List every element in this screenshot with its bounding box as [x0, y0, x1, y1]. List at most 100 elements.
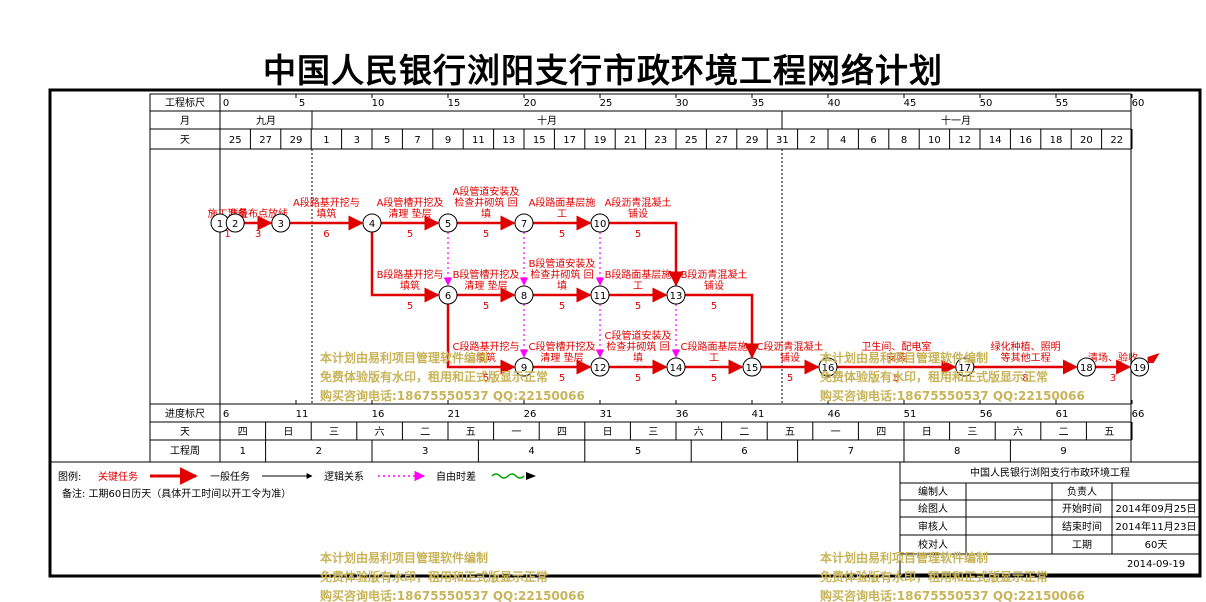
- progress-tick-label: 56: [980, 409, 993, 420]
- task-duration: 5: [635, 229, 641, 240]
- day-label: 2: [810, 135, 816, 146]
- info-checker-label: 校对人: [918, 538, 948, 551]
- node-label: 16: [822, 363, 835, 374]
- day-label: 13: [502, 135, 515, 146]
- progress-tick-label: 36: [676, 409, 689, 420]
- task-duration: 3: [1110, 373, 1116, 384]
- progress-tick-label: 21: [448, 409, 461, 420]
- scale-tick-label: 40: [828, 98, 841, 109]
- day-label: 25: [229, 135, 242, 146]
- legend-prefix: 图例:: [58, 470, 81, 483]
- progress-tick-label: 6: [223, 409, 229, 420]
- day-label: 27: [715, 135, 728, 146]
- task-name: A段管道安装及: [453, 185, 520, 198]
- node-label: 12: [594, 363, 607, 374]
- day-label: 1: [323, 135, 329, 146]
- scale-tick-label: 35: [752, 98, 765, 109]
- scale-tick-label: 30: [676, 98, 689, 109]
- scale-tick-label: 50: [980, 98, 993, 109]
- node-label: 19: [1133, 363, 1146, 374]
- month-row-label: 月: [180, 115, 190, 127]
- scale-tick-label: 55: [1056, 98, 1069, 109]
- weekday-label: 一: [511, 427, 521, 438]
- weekday-label: 日: [283, 427, 293, 438]
- watermark-3: 本计划由易利项目管理软件编制 免费体验版有水印，租用和正式版显示正常 购买咨询电…: [320, 550, 585, 602]
- task-name: 填筑: [316, 207, 336, 220]
- week-label: 4: [528, 446, 534, 457]
- task-duration: 5: [483, 301, 489, 312]
- week-label: 2: [316, 446, 322, 457]
- node-label: 10: [594, 219, 607, 230]
- watermark-2: 本计划由易利项目管理软件编制 免费体验版有水印，租用和正式版显示正常 购买咨询电…: [820, 350, 1085, 403]
- day-label: 5: [384, 135, 390, 146]
- scale-tick-label: 10: [372, 98, 385, 109]
- day-label: 31: [776, 135, 789, 146]
- node-circle: [1130, 357, 1150, 377]
- node-circle: [225, 213, 245, 233]
- node-circle: [590, 357, 610, 377]
- day-label: 11: [472, 135, 485, 146]
- legend-logic-label: 逻辑关系: [324, 470, 364, 483]
- critical-task-arrow: [446, 304, 516, 375]
- svg-text:本计划由易利项目管理软件编制: 本计划由易利项目管理软件编制: [820, 550, 988, 565]
- scale-tick-label: 0: [223, 98, 229, 109]
- day-label: 22: [1110, 135, 1123, 146]
- task-name: 清场、验收: [1088, 351, 1138, 364]
- node-circle: [362, 213, 382, 233]
- node-label: 13: [670, 291, 683, 302]
- node-circle: [590, 213, 610, 233]
- task-name: 工: [557, 209, 567, 220]
- legend-float-label: 自由时差: [436, 470, 476, 483]
- task-duration: 5: [711, 301, 717, 312]
- weekday-label: 五: [466, 427, 476, 438]
- watermark-4: 本计划由易利项目管理软件编制 免费体验版有水印，租用和正式版显示正常 购买咨询电…: [820, 550, 1085, 602]
- node-label: 18: [1080, 363, 1093, 374]
- outer-frame: [48, 88, 1202, 578]
- node-circle: [955, 357, 975, 377]
- node-label: 2: [232, 219, 238, 230]
- weekday-label: 一: [831, 427, 841, 438]
- task-name: A段管槽开挖及: [377, 196, 444, 209]
- progress-tick-label: 26: [524, 409, 537, 420]
- week-label: 9: [1060, 446, 1066, 457]
- end-flag: [1147, 353, 1160, 363]
- task-name: 安装: [886, 351, 906, 364]
- node-circle: [514, 285, 534, 305]
- progress-row-label: 进度标尺: [165, 407, 205, 420]
- progress-tick-label: 31: [600, 409, 613, 420]
- task-name: 铺设: [628, 207, 648, 220]
- weekday-label: 三: [329, 427, 339, 438]
- node-label: 4: [369, 219, 375, 230]
- weekday-label: 六: [1013, 426, 1023, 438]
- week-label: 3: [422, 446, 428, 457]
- task-name: 填筑: [476, 351, 496, 364]
- node-circle: [514, 357, 534, 377]
- node-circle: [666, 357, 686, 377]
- node-label: 7: [521, 219, 527, 230]
- node-circle: [438, 213, 458, 233]
- node-label: 9: [521, 363, 527, 374]
- task-duration: 5: [559, 229, 565, 240]
- weekday-label: 二: [739, 427, 749, 438]
- weekday-label: 二: [420, 427, 430, 438]
- info-duration-label: 工期: [1072, 539, 1092, 551]
- info-project: 中国人民银行浏阳支行市政环境工程: [970, 466, 1130, 479]
- task-duration: 6: [323, 229, 329, 240]
- task-name: 工: [709, 353, 719, 364]
- progress-tick-label: 66: [1132, 409, 1145, 420]
- task-duration: 5: [407, 301, 413, 312]
- day-label: 12: [958, 135, 971, 146]
- task-duration: 8: [1022, 373, 1028, 384]
- scale-tick-label: 5: [299, 98, 305, 109]
- weekday-label: 五: [1104, 427, 1114, 438]
- task-name: 卫生间、配电室: [861, 340, 931, 353]
- node-circle: [271, 213, 291, 233]
- task-duration: 5: [407, 229, 413, 240]
- task-name: 清理 垫层: [464, 279, 507, 292]
- week-label: 8: [954, 446, 960, 457]
- svg-text:购买咨询电话:18675550537 QQ:22150066: 购买咨询电话:18675550537 QQ:22150066: [820, 588, 1085, 602]
- day-label: 17: [563, 135, 576, 146]
- info-start-label: 开始时间: [1062, 502, 1102, 515]
- task-duration: 5: [635, 373, 641, 384]
- critical-task-arrow: [609, 221, 684, 287]
